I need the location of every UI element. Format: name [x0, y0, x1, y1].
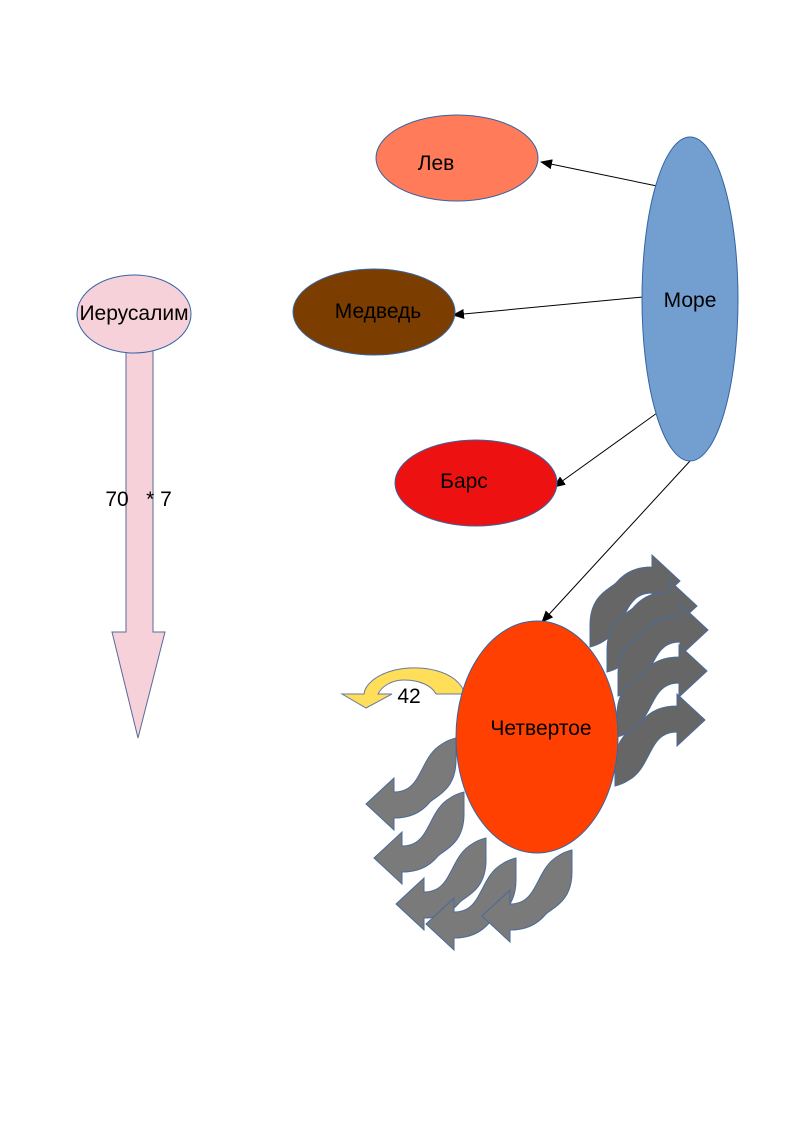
curved-arrow[interactable]: 42 — [340, 667, 466, 709]
node-more[interactable]: Море — [641, 136, 739, 462]
connector-more-chetvertoe — [541, 460, 691, 623]
connector-more-medved — [452, 296, 644, 319]
node-ierusalim-label: Иерусалим — [79, 302, 188, 325]
node-bars[interactable]: Барс — [394, 439, 558, 527]
down-arrow[interactable] — [111, 344, 166, 739]
node-lev[interactable]: Лев — [375, 114, 539, 202]
node-chetvertoe-label: Четвертое — [490, 717, 591, 740]
node-ierusalim[interactable]: Иерусалим — [76, 274, 192, 354]
node-bars-label: Барс — [440, 470, 488, 493]
node-more-label: Море — [664, 289, 717, 312]
curved-arrow-label: 42 — [397, 685, 420, 708]
node-chetvertoe[interactable]: Четвертое — [455, 620, 619, 854]
connector-more-bars — [553, 412, 658, 488]
node-medved[interactable]: Медведь — [292, 268, 456, 356]
down-arrow-label-right: * 7 — [146, 488, 172, 511]
down-arrow-label-left: 70 — [105, 488, 128, 511]
node-medved-label: Медведь — [335, 300, 422, 323]
node-lev-label: Лев — [418, 152, 455, 175]
connector-more-lev — [540, 159, 658, 187]
